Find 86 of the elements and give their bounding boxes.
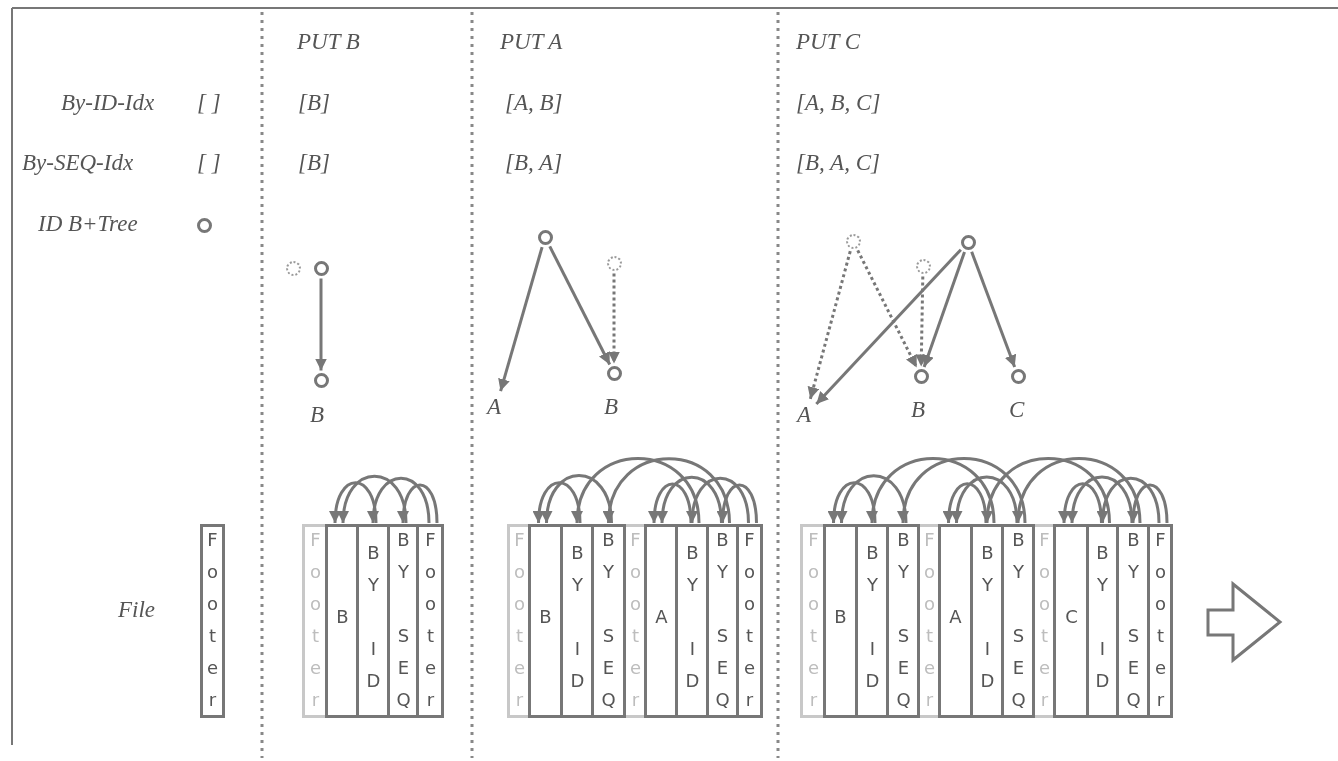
curved-arrow: [836, 474, 908, 524]
curved-arrow: [717, 483, 758, 524]
index-value: [B, A]: [505, 149, 563, 177]
index-value: [ ]: [197, 149, 221, 177]
curved-arrow: [1127, 483, 1169, 524]
row-label: File: [118, 596, 156, 624]
curved-arrow: [867, 457, 996, 524]
curved-arrow: [828, 481, 877, 524]
dotted-circle: [285, 260, 301, 276]
file-block: BY SEQ: [886, 524, 920, 718]
tree-node-circle: [537, 229, 553, 245]
arrow: [922, 251, 966, 368]
tree-node-circle: [960, 234, 976, 250]
curved-arrow: [687, 476, 750, 524]
file-block: BY SEQ: [387, 524, 419, 718]
node-label: B: [911, 396, 926, 424]
file-block: B: [325, 524, 359, 718]
file-block: Footer: [200, 524, 225, 718]
arrow: [815, 248, 962, 405]
dotted-circle: [845, 233, 861, 249]
index-value: [B, A, C]: [796, 149, 880, 177]
curved-arrow: [338, 474, 408, 524]
faded-file-block: Footer: [302, 524, 328, 718]
curved-arrow: [1097, 476, 1161, 524]
leaf-label: A: [487, 393, 502, 421]
dotted-circle: [606, 255, 622, 271]
faded-file-block: Footer: [507, 524, 531, 718]
curved-arrow: [533, 481, 582, 524]
curved-arrow: [572, 457, 701, 524]
tree-node-circle: [606, 365, 622, 381]
node-label: C: [1009, 396, 1025, 424]
curved-arrow: [604, 457, 731, 524]
dashed-arrow: [807, 250, 852, 400]
tree-node-circle: [1010, 368, 1026, 384]
curved-arrow: [898, 457, 1027, 524]
curved-arrow: [982, 457, 1111, 524]
file-block: BY SEQ: [1116, 524, 1150, 718]
index-value: [B]: [298, 89, 330, 117]
file-block: A: [644, 524, 678, 718]
file-block: BY SEQ: [1001, 524, 1035, 718]
curved-arrow: [657, 476, 723, 524]
index-value: [A, B]: [505, 89, 563, 117]
index-value: [A, B, C]: [796, 89, 881, 117]
curved-arrow: [1067, 475, 1134, 524]
tree-node-circle: [313, 260, 329, 276]
tree-node-circle: [913, 368, 929, 384]
leaf-label: A: [797, 401, 812, 429]
curved-arrow: [943, 482, 988, 524]
curved-arrow: [1058, 482, 1103, 524]
index-value: [ ]: [197, 89, 221, 117]
dashed-arrow: [856, 249, 919, 369]
curved-arrow: [541, 474, 613, 524]
arrow: [498, 246, 544, 392]
file-block: BY ID: [560, 524, 594, 718]
file-block: BY ID: [855, 524, 889, 718]
tree-node-circle: [196, 217, 212, 233]
file-block: BY ID: [970, 524, 1004, 718]
curved-arrow: [329, 481, 378, 524]
curved-arrow: [368, 477, 431, 524]
dotted-circle: [915, 258, 931, 274]
arrow: [970, 251, 1017, 368]
column-heading: PUT B: [297, 28, 360, 56]
tree-node-circle: [313, 372, 329, 388]
row-label: By-SEQ-Idx: [22, 149, 134, 177]
curved-arrow: [648, 482, 693, 524]
node-label: B: [310, 401, 325, 429]
node-label: B: [604, 393, 619, 421]
file-block: BY SEQ: [591, 524, 626, 718]
dashed-arrow: [608, 273, 620, 364]
row-label: By-ID-Idx: [61, 89, 155, 117]
file-block: C: [1053, 524, 1089, 718]
column-heading: PUT C: [796, 28, 861, 56]
curved-arrow: [1013, 457, 1142, 524]
file-block: Footer: [416, 524, 444, 718]
faded-file-block: Footer: [800, 524, 826, 718]
file-block: BY ID: [675, 524, 709, 718]
index-value: [B]: [298, 149, 330, 177]
file-block: BY ID: [356, 524, 390, 718]
arrow: [548, 245, 612, 366]
curved-arrow: [397, 483, 439, 524]
curved-arrow: [951, 475, 1019, 524]
arrow: [315, 278, 327, 371]
row-label: ID B+Tree: [38, 210, 138, 238]
file-block: Footer: [736, 524, 763, 718]
column-heading: PUT A: [500, 28, 563, 56]
file-block: Footer: [1147, 524, 1173, 718]
